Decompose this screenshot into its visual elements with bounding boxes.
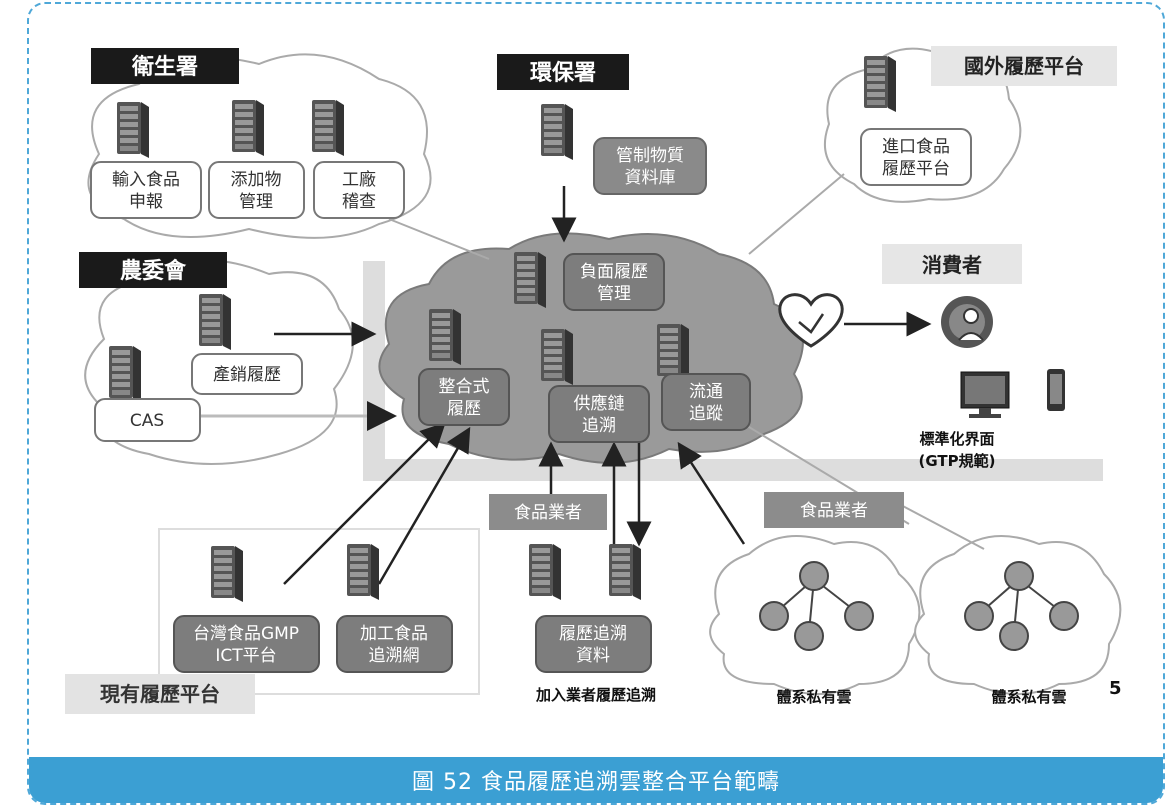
- line-health-to-cloud: [388, 218, 490, 260]
- join-business-data: 履歷追溯 資料: [535, 615, 652, 673]
- agri-system-sales: 產銷履歷: [191, 353, 303, 395]
- agri-system-cas: CAS: [94, 398, 201, 442]
- health-system-factory: 工廠 稽查: [313, 161, 405, 219]
- existing-platform-gmp: 台灣食品GMP ICT平台: [173, 615, 320, 673]
- consumer-interface-line1: 標準化界面: [919, 430, 994, 448]
- private-cloud-label-1: 體系私有雲: [776, 688, 851, 706]
- server-icon: [312, 100, 344, 156]
- svg-text:ICT平台: ICT平台: [215, 646, 276, 666]
- agency-label-agriculture: 農委會: [120, 258, 187, 284]
- page-number: 5: [1109, 678, 1122, 699]
- consumer-label: 消費者: [922, 253, 982, 277]
- svg-text:履歷: 履歷: [447, 399, 481, 419]
- diagram-frame: 衛生署 環保署 農委會 國外履歷平台 消費者 現有履歷平台 食品業者 食品業者 …: [27, 2, 1165, 805]
- svg-text:產銷履歷: 產銷履歷: [213, 365, 281, 385]
- foreign-platform-label: 國外履歷平台: [964, 54, 1084, 78]
- server-icon: [117, 102, 149, 158]
- server-icon: [347, 544, 379, 600]
- agency-label-epa: 環保署: [530, 61, 596, 86]
- svg-text:工廠: 工廠: [342, 169, 376, 190]
- server-icon: [199, 294, 231, 350]
- line-private2-to-business: [898, 503, 985, 550]
- join-business-caption: 加入業者履歷追溯: [535, 686, 656, 704]
- computer-icon: [960, 371, 1010, 418]
- health-system-import: 輸入食品 申報: [90, 161, 202, 219]
- svg-text:資料: 資料: [576, 646, 610, 666]
- private-cloud-label-2: 體系私有雲: [991, 688, 1066, 706]
- central-integrated-history: 整合式 履歷: [418, 368, 510, 426]
- cloud-private-2: [914, 535, 1122, 695]
- network-icon: [759, 561, 874, 651]
- svg-text:資料庫: 資料庫: [625, 168, 676, 188]
- figure-caption: 圖 52 食品履歷追溯雲整合平台範疇: [29, 757, 1163, 803]
- food-business-box-2: [764, 492, 904, 528]
- server-icon: [109, 346, 141, 402]
- agency-box-epa: [497, 54, 629, 90]
- svg-text:管理: 管理: [597, 284, 631, 304]
- line-foreign-to-cloud: [748, 173, 845, 255]
- food-business-label-2: 食品業者: [800, 501, 868, 521]
- svg-text:管理: 管理: [239, 192, 273, 212]
- arrow-private-to-logistics: [677, 441, 746, 545]
- server-icon: [232, 100, 264, 156]
- svg-text:加工食品: 加工食品: [360, 624, 428, 644]
- consumer-box: [882, 244, 1022, 284]
- svg-text:申報: 申報: [129, 192, 163, 212]
- server-icon: [541, 329, 573, 385]
- phone-icon: [1047, 369, 1065, 411]
- server-icon: [429, 309, 461, 365]
- svg-text:整合式: 整合式: [439, 377, 490, 397]
- svg-text:履歷平台: 履歷平台: [882, 159, 950, 179]
- svg-text:負面履歷: 負面履歷: [580, 262, 648, 282]
- svg-text:輸入食品: 輸入食品: [112, 170, 180, 190]
- server-icon: [864, 56, 896, 112]
- central-logistics: 流通 追蹤: [661, 373, 751, 431]
- server-icon: [609, 544, 641, 600]
- agency-box-health: [91, 48, 239, 84]
- network-icon: [964, 561, 1079, 651]
- epa-system: 管制物質 資料庫: [593, 137, 707, 195]
- server-icon: [514, 252, 546, 308]
- foreign-platform-box: [931, 46, 1117, 86]
- cloud-private-1: [709, 535, 921, 695]
- svg-text:追溯: 追溯: [582, 416, 616, 436]
- agency-label-health: 衛生署: [131, 54, 198, 80]
- central-supply-chain: 供應鏈 追溯: [548, 385, 650, 443]
- server-icon: [657, 324, 689, 380]
- arrow-gmp-to-cloud: [283, 422, 446, 585]
- food-business-box-1: [489, 494, 607, 530]
- food-business-label-1: 食品業者: [514, 503, 582, 523]
- svg-text:添加物: 添加物: [231, 170, 282, 190]
- svg-text:流通: 流通: [689, 382, 723, 402]
- central-negative-history: 負面履歷 管理: [563, 253, 665, 311]
- svg-text:追溯網: 追溯網: [369, 646, 420, 666]
- server-icon: [211, 546, 243, 602]
- diagram-canvas: 衛生署 環保署 農委會 國外履歷平台 消費者 現有履歷平台 食品業者 食品業者 …: [65, 46, 1122, 714]
- server-icon: [529, 544, 561, 600]
- health-system-additive: 添加物 管理: [208, 161, 305, 219]
- svg-text:CAS: CAS: [130, 411, 164, 431]
- svg-text:台灣食品GMP: 台灣食品GMP: [193, 624, 299, 644]
- heart-icon: [778, 293, 844, 348]
- svg-text:追蹤: 追蹤: [689, 404, 723, 424]
- consumer-globe-icon: [941, 296, 993, 348]
- arrow-processed-to-cloud: [377, 426, 471, 585]
- foreign-system: 進口食品 履歷平台: [860, 128, 972, 186]
- svg-text:供應鏈: 供應鏈: [574, 393, 625, 414]
- svg-text:稽查: 稽查: [342, 192, 376, 212]
- svg-text:進口食品: 進口食品: [882, 137, 950, 157]
- existing-platform-processed: 加工食品 追溯網: [336, 615, 453, 673]
- server-icon: [541, 104, 573, 160]
- consumer-interface-line2: (GTP規範): [919, 452, 996, 470]
- existing-platforms-label: 現有履歷平台: [100, 682, 220, 706]
- svg-text:履歷追溯: 履歷追溯: [559, 624, 627, 644]
- existing-platforms-label-box: [65, 674, 255, 714]
- agency-box-agriculture: [79, 252, 227, 288]
- svg-text:管制物質: 管制物質: [616, 146, 684, 166]
